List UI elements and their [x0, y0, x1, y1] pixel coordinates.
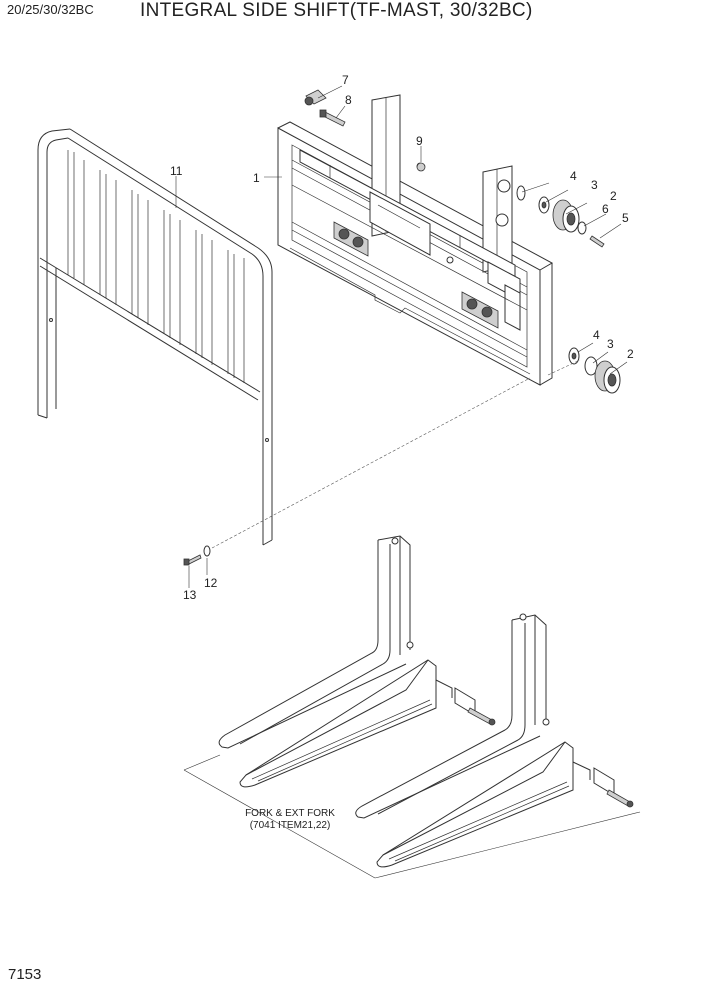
fork-extension-left: [239, 659, 496, 788]
load-backrest: [37, 128, 273, 546]
callout-7: 7: [342, 73, 349, 87]
fitting-7: [304, 89, 327, 106]
page-number: 7153: [8, 966, 42, 983]
callout-12: 12: [204, 576, 218, 590]
leader-lines: [175, 85, 628, 588]
callout-2-lower: 2: [627, 347, 634, 361]
callout-6: 6: [602, 202, 609, 216]
washer-12: [203, 545, 211, 557]
roller-set-upper: [516, 185, 605, 248]
fork-note-line1: FORK & EXT FORK: [245, 808, 335, 819]
callout-4-lower: 4: [593, 328, 600, 342]
model-code: 20/25/30/32BC: [7, 2, 94, 17]
callout-9: 9: [416, 134, 423, 148]
side-shift-carriage: [277, 94, 554, 386]
callout-4-upper: 4: [570, 169, 577, 183]
callout-13: 13: [183, 588, 197, 602]
fork-right: [355, 613, 550, 819]
callout-8: 8: [345, 93, 352, 107]
callout-2-upper: 2: [610, 189, 617, 203]
callout-5: 5: [622, 211, 629, 225]
fork-note: FORK & EXT FORK (7041 ITEM21,22): [230, 808, 350, 832]
bolt-13: [183, 554, 202, 566]
roller-set-lower: [568, 347, 621, 394]
callout-3-lower: 3: [607, 337, 614, 351]
fork-extension-right: [376, 741, 634, 868]
callout-3-upper: 3: [591, 178, 598, 192]
fork-note-line2: (7041 ITEM21,22): [249, 820, 331, 831]
callout-labels: 1 2 2 3 3 4 4 5 6 7 8 9 11 12 13: [170, 73, 634, 602]
callout-11: 11: [170, 164, 183, 178]
nut-9: [416, 162, 426, 172]
fork-left: [218, 535, 414, 749]
bolt-8: [319, 109, 346, 127]
callout-1: 1: [253, 171, 260, 185]
page-title: INTEGRAL SIDE SHIFT(TF-MAST, 30/32BC): [140, 0, 533, 21]
